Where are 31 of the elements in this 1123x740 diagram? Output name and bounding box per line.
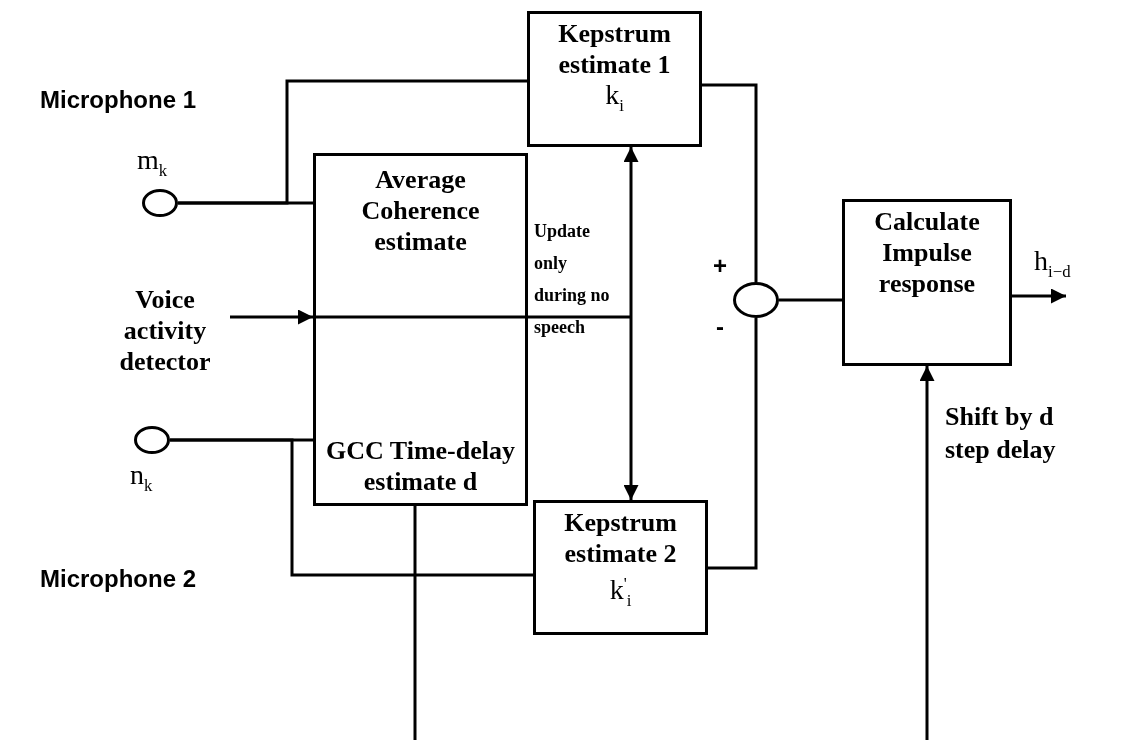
process-box (533, 500, 708, 635)
block-title: Kepstrum estimate 2 (563, 507, 678, 569)
connector-line (779, 298, 842, 302)
connector-line (178, 79, 527, 205)
arrow (919, 366, 935, 740)
connector-line (170, 438, 533, 577)
symbol-label: k$_{i}$ (605, 80, 624, 117)
edge-label: Update only during no speech (534, 220, 611, 339)
signal-label: m$_{k}$ (137, 145, 168, 182)
signal-label: n$_{k}$ (130, 460, 153, 497)
microphone-label: Microphone 2 (40, 565, 196, 593)
arrow (1012, 288, 1066, 304)
connector-line (708, 318, 758, 570)
edge-label: Shift by d step delay (945, 401, 1057, 466)
connector-line (413, 506, 417, 740)
process-box (313, 317, 528, 506)
input-label: Voice activity detector (118, 283, 212, 377)
microphone-label: Microphone 1 (40, 86, 196, 114)
process-box (842, 199, 1012, 366)
arrow (230, 309, 313, 325)
double-arrow (623, 147, 639, 500)
plus-sign: + (713, 252, 727, 280)
block-title: GCC Time-delay estimate d (325, 435, 516, 497)
connector-line (702, 83, 758, 282)
block-title: Average Coherence estimate (360, 164, 481, 257)
block-title: Kepstrum estimate 1 (557, 18, 672, 80)
output-label: h$_{i−d}$ (1034, 246, 1071, 283)
minus-sign: - (716, 313, 724, 341)
process-box (313, 153, 528, 317)
block-title: Calculate Impulse response (873, 206, 981, 299)
process-box (527, 11, 702, 147)
